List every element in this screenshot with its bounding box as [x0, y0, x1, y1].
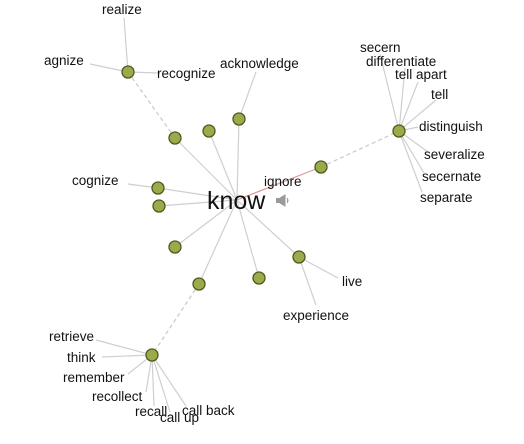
edge [236, 199, 300, 258]
word-label-differentiate[interactable]: differentiate [366, 54, 436, 69]
edge [151, 354, 155, 407]
synset-node[interactable] [202, 124, 216, 138]
word-label-recall[interactable]: recall [135, 404, 167, 419]
edge [379, 53, 400, 132]
word-label-remember[interactable]: remember [63, 370, 125, 385]
edge [398, 81, 419, 132]
word-label-experience[interactable]: experience [283, 308, 349, 323]
word-label-cognize[interactable]: cognize [72, 173, 119, 188]
word-label-ignore[interactable]: ignore [264, 174, 302, 189]
edge [174, 137, 238, 201]
edge [298, 256, 339, 279]
synset-node[interactable] [145, 348, 159, 362]
word-label-separate[interactable]: separate [420, 190, 473, 205]
word-label-recollect[interactable]: recollect [92, 389, 143, 404]
edge [398, 130, 423, 193]
edge [236, 199, 260, 279]
edge [95, 339, 153, 356]
edge [238, 71, 257, 120]
edge [127, 71, 176, 139]
word-label-live[interactable]: live [342, 274, 362, 289]
synset-node[interactable] [392, 124, 406, 138]
edge [298, 256, 317, 306]
word-label-distinguish[interactable]: distinguish [419, 119, 483, 134]
edge [398, 67, 406, 132]
word-label-think[interactable]: think [67, 350, 96, 365]
synset-node[interactable] [314, 160, 328, 174]
edge [174, 199, 238, 248]
edge [158, 199, 238, 207]
word-label-tell-apart[interactable]: tell apart [395, 67, 447, 82]
edge [151, 354, 187, 407]
edge [151, 283, 200, 356]
synset-node[interactable] [168, 240, 182, 254]
speaker-icon[interactable] [276, 194, 289, 207]
nodes [121, 65, 406, 362]
word-label-recognize[interactable]: recognize [157, 66, 216, 81]
edges [89, 17, 437, 413]
edge [151, 354, 171, 413]
synset-node[interactable] [252, 271, 266, 285]
word-label-call-back[interactable]: call back [182, 403, 235, 418]
edge [236, 118, 240, 201]
word-label-retrieve[interactable]: retrieve [49, 329, 94, 344]
word-label-acknowledge[interactable]: acknowledge [220, 56, 299, 71]
synset-node[interactable] [151, 181, 165, 195]
synset-node[interactable] [121, 65, 135, 79]
word-label-agnize[interactable]: agnize [44, 53, 84, 68]
edge [320, 130, 400, 168]
edge [123, 17, 129, 73]
word-label-realize[interactable]: realize [102, 2, 142, 17]
edge [101, 354, 153, 358]
edge [398, 99, 437, 132]
synset-node[interactable] [152, 199, 166, 213]
edge [198, 199, 238, 285]
word-label-call-up[interactable]: call up [160, 410, 199, 425]
synset-node[interactable] [232, 112, 246, 126]
synset-node[interactable] [168, 131, 182, 145]
edge [208, 130, 238, 201]
word-labels: realize agnize recognize acknowledge cog… [44, 2, 485, 425]
edge [157, 187, 238, 201]
synset-node[interactable] [292, 250, 306, 264]
center-word: know [207, 187, 266, 215]
edge [398, 130, 425, 174]
word-label-secern[interactable]: secern [360, 40, 401, 55]
word-label-secernate[interactable]: secernate [422, 169, 481, 184]
word-label-severalize[interactable]: severalize [424, 147, 485, 162]
edge [236, 166, 322, 201]
synset-node[interactable] [192, 277, 206, 291]
word-label-tell[interactable]: tell [431, 87, 448, 102]
